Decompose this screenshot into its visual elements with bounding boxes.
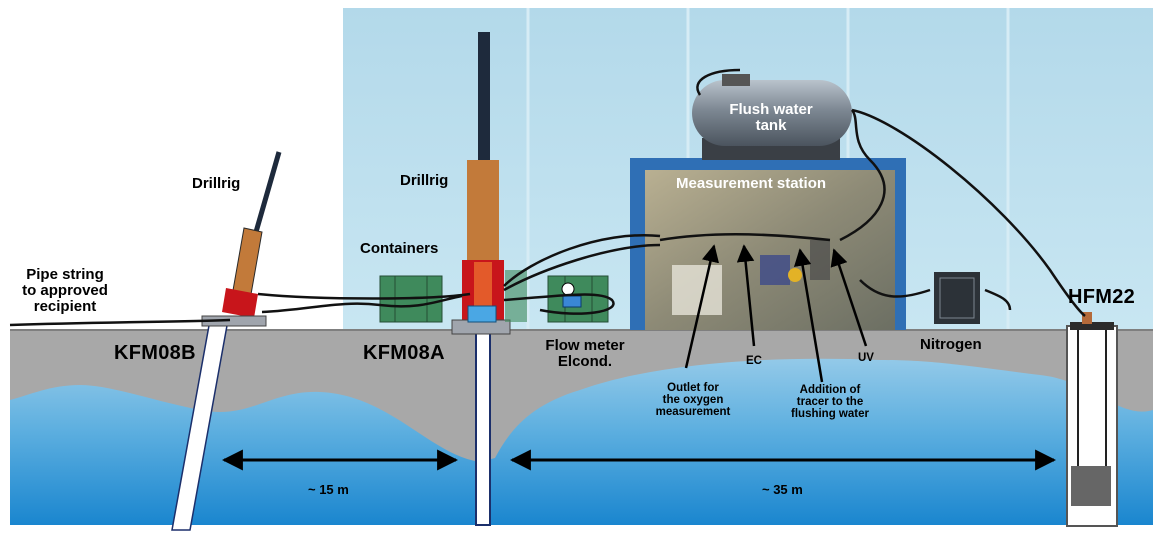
nitrogen-box — [934, 272, 980, 324]
label-kfm08a: KFM08A — [363, 342, 445, 364]
callout-outlet — [684, 244, 720, 369]
hose — [503, 234, 661, 287]
drillrig-center-base — [474, 262, 492, 312]
hose-to-hfm22 — [851, 108, 1086, 317]
callout-ec — [736, 244, 756, 347]
nitrogen-box-frame — [939, 277, 975, 319]
label-flow-meter: Flow meter Elcond. — [530, 338, 640, 370]
outlet-line: the oxygen — [662, 394, 724, 407]
flow-meter-line: Flow meter — [545, 337, 625, 354]
flush-tank-line: tank — [755, 116, 787, 134]
label-addition: Addition of tracer to the flushing water — [780, 384, 880, 420]
label-kfm08b: KFM08B — [114, 342, 196, 364]
addition-line: tracer to the — [796, 396, 864, 409]
station-panel — [672, 265, 722, 315]
label-pipe-string: Pipe string to approved recipient — [10, 267, 120, 314]
flow-meter-gauge — [561, 282, 575, 296]
hose — [859, 279, 931, 298]
pipe-string-line: to approved — [22, 281, 108, 299]
drillrig-left-rod — [253, 151, 282, 233]
hfm22-wellhead — [1070, 322, 1114, 330]
station-equipment — [760, 255, 790, 285]
label-containers: Containers — [360, 240, 439, 257]
hose — [257, 292, 471, 300]
outlet-line: Outlet for — [667, 382, 719, 394]
station-equipment — [810, 240, 830, 280]
tank-hatch — [722, 74, 750, 86]
label-drillrig-center: Drillrig — [400, 172, 449, 189]
drillrig-left-base — [222, 288, 258, 318]
label-distance-15m: ~ 15 m — [308, 482, 349, 497]
hose-pipe-string — [9, 318, 231, 327]
hfm22-cap — [1082, 312, 1092, 324]
label-flush-tank: Flush water tank — [706, 102, 836, 134]
hose — [659, 232, 831, 242]
label-drillrig-left: Drillrig — [192, 175, 241, 192]
flow-meter — [562, 295, 582, 308]
callout-uv — [830, 248, 868, 347]
kfm08a-connector — [467, 305, 497, 323]
label-distance-35m: ~ 35 m — [762, 482, 803, 497]
addition-line: Addition of — [799, 384, 861, 396]
label-uv: UV — [858, 352, 874, 364]
hose — [503, 293, 615, 315]
pipe-string-line: Pipe string — [26, 266, 104, 283]
label-ec: EC — [746, 355, 762, 367]
drillrig-center-rod — [478, 32, 490, 162]
container-3 — [505, 270, 527, 322]
label-nitrogen: Nitrogen — [920, 336, 982, 353]
hose — [503, 243, 661, 292]
hfm22-pump — [1071, 466, 1111, 506]
label-outlet: Outlet for the oxygen measurement — [648, 382, 738, 418]
hose — [984, 288, 1012, 311]
hoses — [9, 68, 1086, 327]
hose — [839, 109, 886, 242]
ground-layer — [10, 330, 1153, 462]
drillrig-left-mast — [231, 227, 263, 301]
pipe-string-line: recipient — [33, 297, 97, 315]
label-hfm22: HFM22 — [1068, 286, 1136, 308]
hose — [696, 68, 741, 96]
station-equipment — [788, 268, 802, 282]
callout-addition — [793, 248, 824, 383]
drillrig-center-mast — [467, 160, 499, 260]
outlet-line: measurement — [655, 406, 731, 419]
flush-water-tank — [692, 80, 852, 146]
borehole-kfm08a — [475, 329, 491, 526]
flow-meter-line: Elcond. — [557, 352, 613, 370]
flush-tank-line: Flush water — [729, 101, 813, 118]
addition-line: flushing water — [791, 408, 869, 421]
hose — [261, 294, 463, 314]
label-measurement-station: Measurement station — [676, 175, 827, 192]
